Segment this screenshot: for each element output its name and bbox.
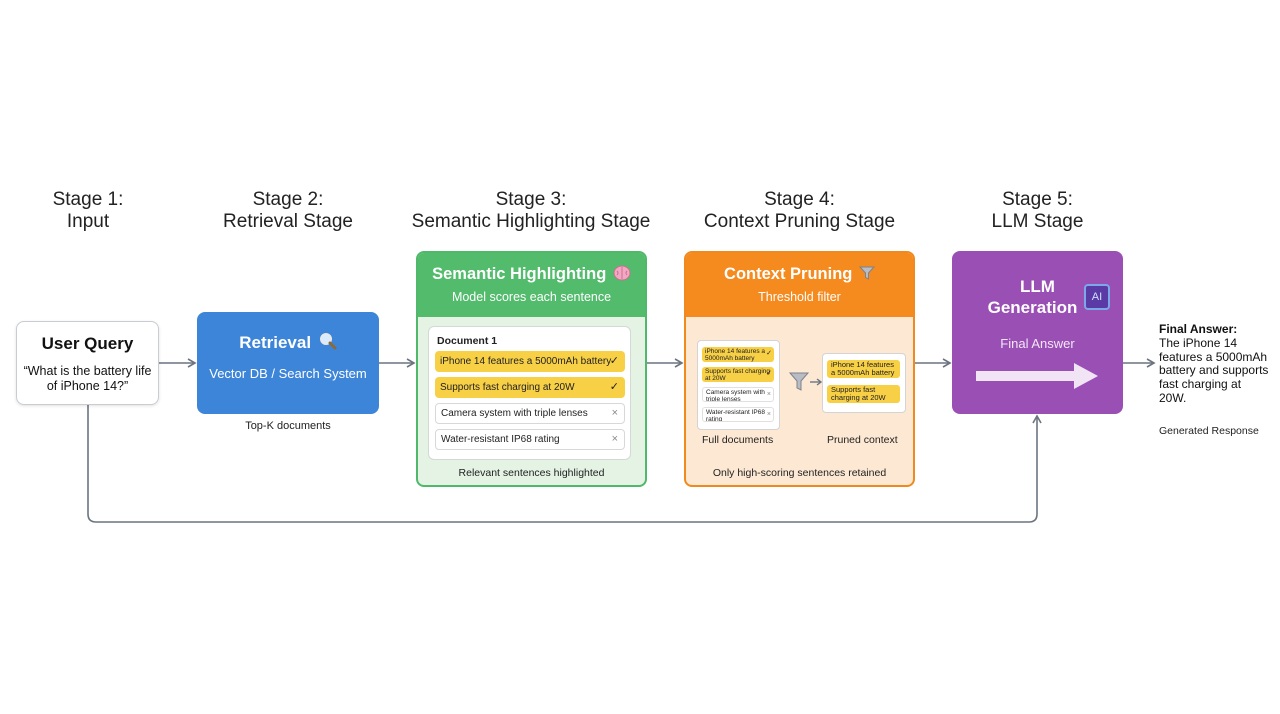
semantic-title: Semantic Highlighting [432,265,607,283]
sentence-row: Supports fast charging at 20W ✓ [435,377,625,398]
sentence-text: iPhone 14 features a 5000mAh battery [440,356,612,367]
full-doc-row: Supports fast charging at 20W ✓ [702,367,774,382]
output-arrow-icon [976,361,1100,396]
sentence-row: iPhone 14 features a 5000mAh battery ✓ [435,351,625,372]
generated-response-caption: Generated Response [1159,425,1259,437]
document-card: Document 1 iPhone 14 features a 5000mAh … [428,326,631,460]
context-header: Context Pruning Threshold filter [686,253,913,317]
full-doc-row: iPhone 14 features a 5000mAh battery ✓ [702,347,774,362]
filter-funnel-icon [788,371,824,398]
stage-1-title: Stage 1: Input [18,189,158,233]
stage-2-number: Stage 2: [252,189,324,210]
cross-icon: × [766,411,771,418]
retrieval-title: Retrieval [239,333,312,352]
funnel-icon [858,265,876,286]
full-doc-row-text: Water-resistant IP68 rating [706,409,766,422]
stage-3-title: Stage 3: Semantic Highlighting Stage [396,189,666,233]
sentence-row: Camera system with triple lenses × [435,403,625,424]
retrieval-caption: Top-K documents [245,420,331,432]
cross-icon: × [611,407,618,419]
stage-4-title: Stage 4: Context Pruning Stage [684,189,915,233]
cross-icon: × [766,391,771,398]
arrow-query-bypass-to-llm [87,405,1042,523]
full-doc-row: Camera system with triple lenses × [702,387,774,402]
stage-2-name: Retrieval Stage [223,211,353,232]
brain-icon [613,265,631,286]
user-query-box: User Query “What is the battery life of … [16,321,159,405]
check-icon: ✓ [766,370,772,377]
stage-5-title: Stage 5: LLM Stage [952,189,1123,233]
llm-generation-box: LLM Generation AI Final Answer [952,251,1123,414]
check-icon: ✓ [609,381,619,393]
retrieval-subtitle: Vector DB / Search System [209,366,367,381]
user-query-title: User Query [41,334,134,353]
sentence-text: Supports fast charging at 20W [440,382,575,393]
llm-title-line2: Generation [987,298,1078,317]
sentence-row: Water-resistant IP68 rating × [435,429,625,450]
retrieval-title-row: Retrieval [197,332,379,355]
stage-3-name: Semantic Highlighting Stage [411,211,651,232]
llm-title-line1: LLM [1020,277,1055,296]
retrieval-box: Retrieval Vector DB / Search System [197,312,379,414]
final-answer-text: The iPhone 14 features a 5000mAh battery… [1159,335,1269,405]
full-documents-label: Full documents [702,434,774,446]
stage-2-title: Stage 2: Retrieval Stage [198,189,378,233]
check-icon: ✓ [766,350,772,357]
ai-chip-icon: AI [1084,284,1110,310]
stage-1-number: Stage 1: [52,189,124,210]
document-title: Document 1 [437,335,498,347]
final-answer-heading: Final Answer: [1159,322,1238,336]
full-doc-row: Water-resistant IP68 rating × [702,407,774,422]
context-title: Context Pruning [724,265,853,283]
magnifier-icon [319,332,337,355]
context-caption: Only high-scoring sentences retained [712,467,887,479]
user-query-text: “What is the battery life of iPhone 14?” [23,364,152,393]
stage-5-number: Stage 5: [1002,189,1073,210]
pruned-context-label: Pruned context [827,434,898,446]
llm-subtitle: Final Answer [1000,336,1075,351]
context-pruning-box: Context Pruning Threshold filter iPhone … [684,251,915,487]
full-doc-row-text: Supports fast charging at 20W [705,368,771,382]
cross-icon: × [611,433,618,445]
pruned-row-text: iPhone 14 features a 5000mAh battery [831,360,895,377]
llm-title: LLM Generation [952,276,1123,318]
context-subtitle: Threshold filter [758,290,841,304]
context-title-row: Context Pruning [686,265,913,286]
sentence-text: Camera system with triple lenses [441,408,588,419]
full-doc-row-text: Camera system with triple lenses [706,389,765,402]
semantic-highlighting-box: Semantic Highlighting Model scores each … [416,251,647,487]
stage-5-name: LLM Stage [991,211,1084,232]
pruned-row: Supports fast charging at 20W [827,385,900,403]
stage-1-name: Input [66,211,110,232]
pruned-context-card: iPhone 14 features a 5000mAh battery Sup… [822,353,906,413]
semantic-title-row: Semantic Highlighting [418,265,645,286]
sentence-text: Water-resistant IP68 rating [441,434,560,445]
pruned-row-text: Supports fast charging at 20W [831,385,886,402]
stage-4-name: Context Pruning Stage [703,211,896,232]
semantic-header: Semantic Highlighting Model scores each … [418,253,645,317]
full-documents-card: iPhone 14 features a 5000mAh battery ✓ S… [697,340,780,430]
semantic-caption: Relevant sentences highlighted [458,467,605,479]
stage-4-number: Stage 4: [764,189,835,210]
check-icon: ✓ [609,355,619,367]
stage-3-number: Stage 3: [495,189,567,210]
semantic-subtitle: Model scores each sentence [451,290,612,304]
pruned-row: iPhone 14 features a 5000mAh battery [827,360,900,378]
full-doc-row-text: iPhone 14 features a 5000mAh battery [705,348,765,362]
final-answer: Final Answer: The iPhone 14 features a 5… [1159,322,1269,406]
